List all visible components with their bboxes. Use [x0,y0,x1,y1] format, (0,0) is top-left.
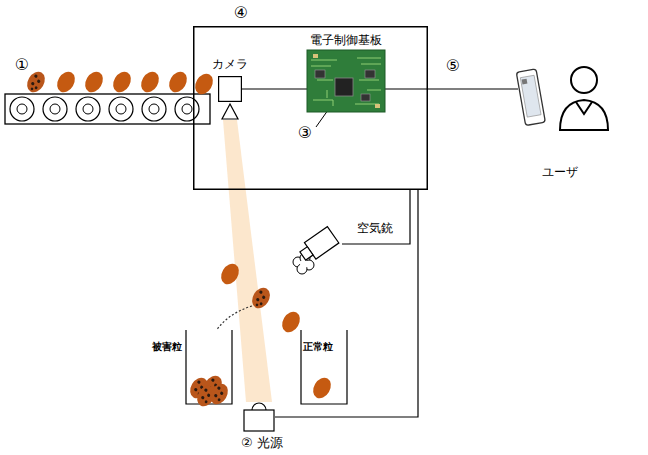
reject-bin-shape [185,330,233,405]
controller-housing: ④カメラ電子制御基板 [193,26,428,190]
signal-wire [275,190,418,417]
node-label: 電子制御基板 [310,33,382,47]
grains [24,68,304,335]
signal-wire [385,88,518,89]
accept-bin: 正常粒 [300,330,348,405]
air-gun-shape [298,224,342,264]
signal-wire [242,88,307,89]
callout-number: ⑤ [445,56,461,75]
light-source: ② 光源 [243,402,275,432]
camera-box: カメラ [218,76,242,102]
node-label: カメラ [212,57,248,71]
node-label: 空気銃 [357,221,393,235]
callout-number: ① [14,55,30,74]
conveyor-belt [5,94,210,124]
light-source-shape [243,402,275,432]
user-icon: ユーザ [518,58,608,158]
control-board-shape [307,50,385,112]
signal-wire [342,190,410,244]
air-gun: 空気銃 [298,224,342,264]
node-label: 被害粒 [152,341,182,353]
callout-number: ③ [297,123,313,142]
node-label: ユーザ [542,165,578,179]
camera-box-shape [218,76,242,102]
control-board: 電子制御基板 [307,50,385,112]
node-label: ④ [234,3,248,22]
node-label: 正常粒 [303,341,333,353]
user-icon-shape [518,58,608,158]
camera-lens [222,104,238,119]
reject-bin: 被害粒 [185,330,233,405]
node-label: ② 光源 [241,435,283,451]
